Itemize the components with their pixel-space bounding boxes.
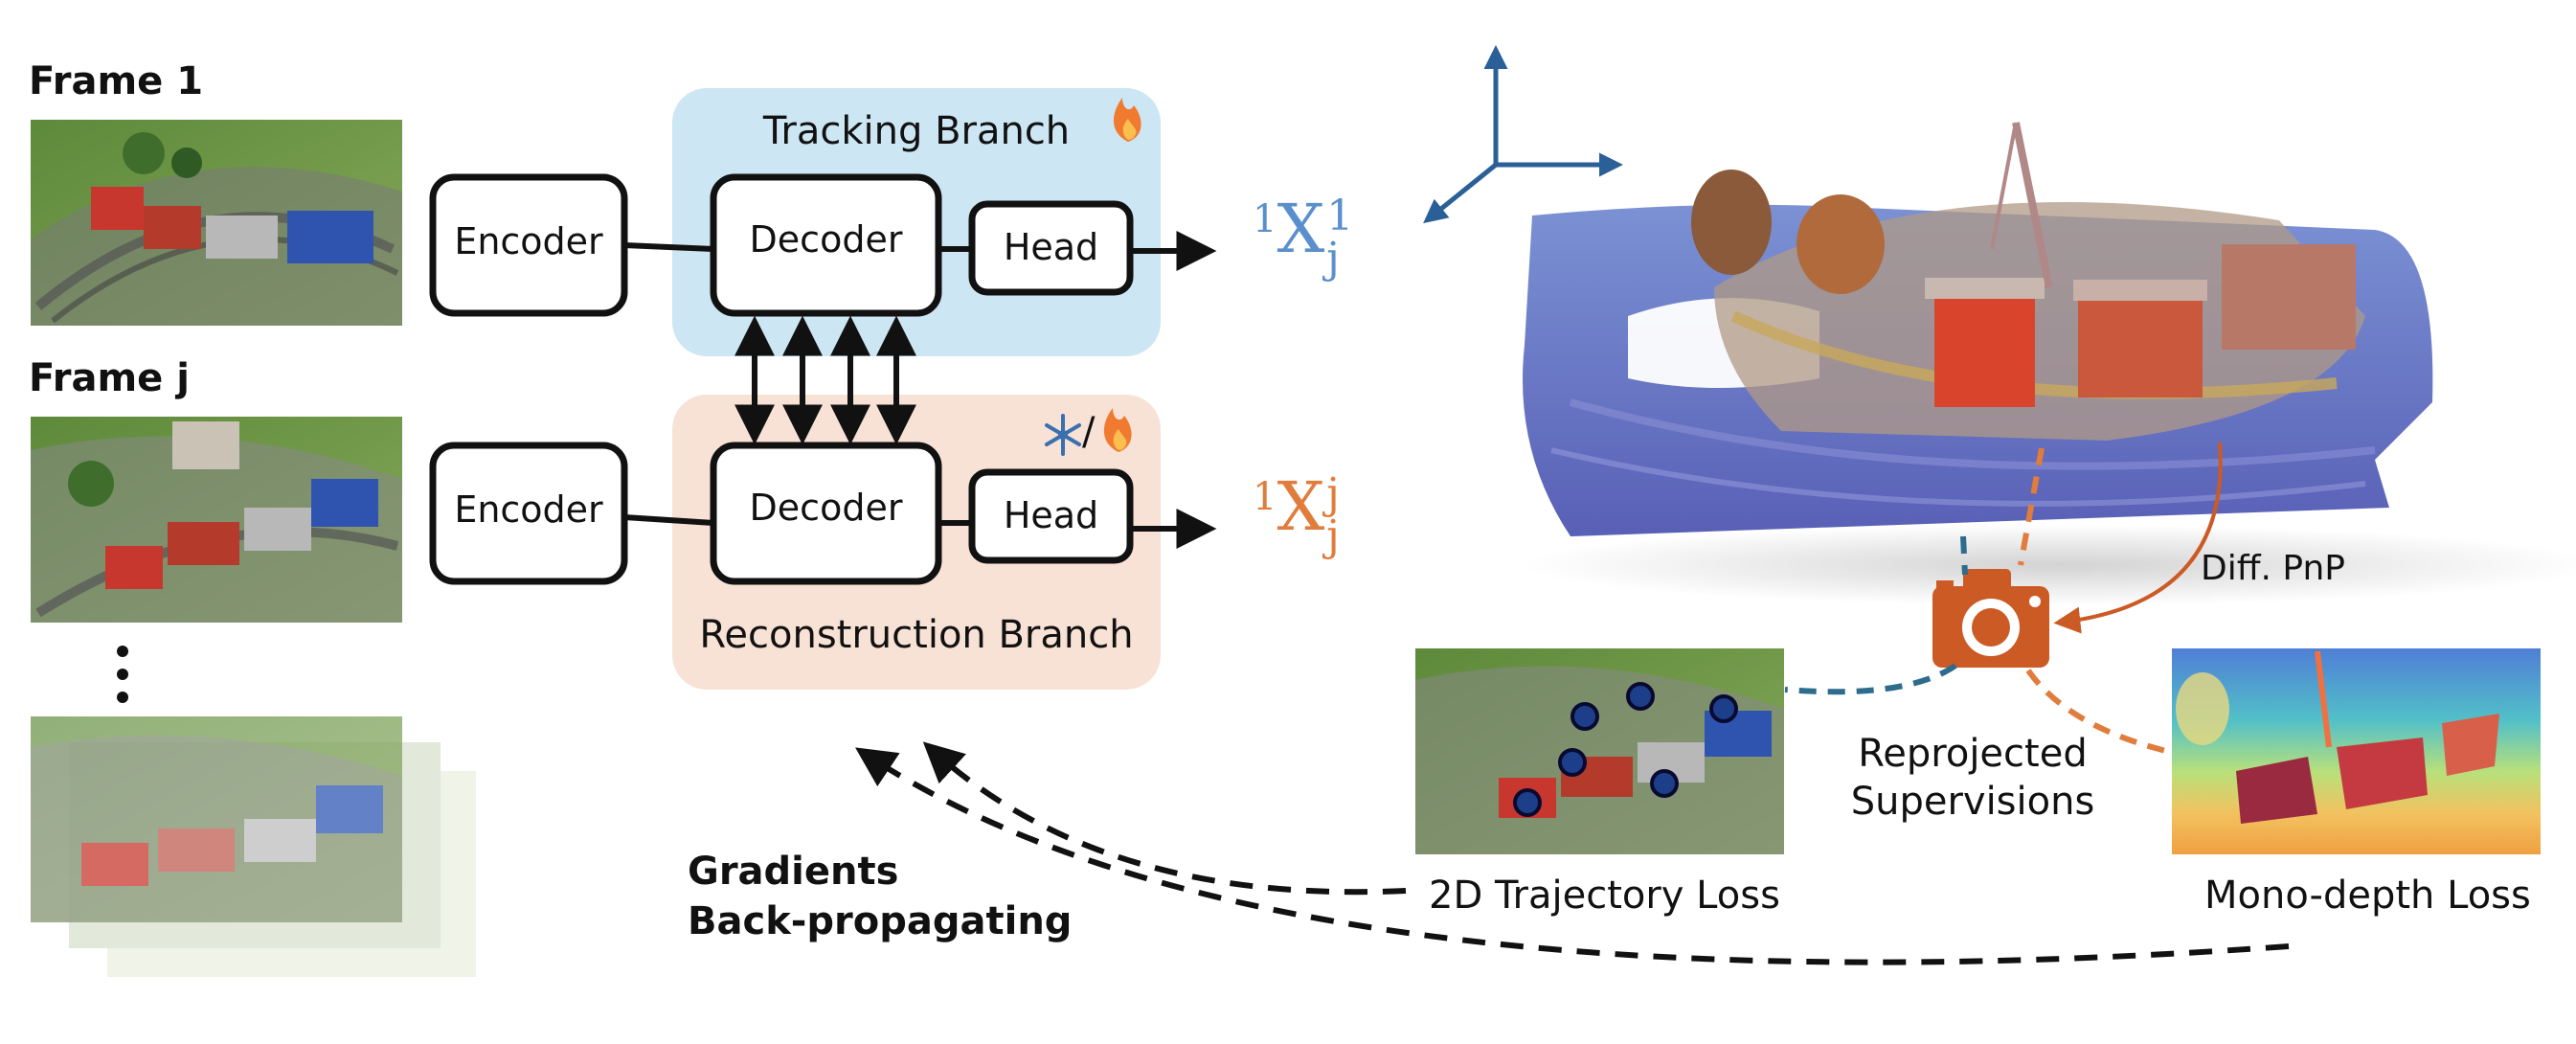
head-box-bottom (968, 468, 1134, 564)
decoder-label-top: Decoder (749, 218, 903, 261)
encoder-label-top: Encoder (454, 220, 603, 262)
encoder-decoder-link-top (623, 242, 714, 252)
coordinate-axes (1423, 45, 1623, 224)
snowflake-icon (1045, 414, 1081, 456)
reprojected-supervisions-label: Reprojected Supervisions (1850, 732, 2095, 824)
decoder-box-top (710, 173, 942, 317)
cross-attention-arrows (734, 315, 916, 445)
decoder-label-bottom: Decoder (749, 487, 903, 529)
trajectory-loss-label: 2D Trajectory Loss (1429, 874, 1780, 918)
camera-icon (1932, 569, 2049, 668)
trajectory-loss-image (1415, 648, 1784, 854)
gradient-arrow-upper (922, 741, 1407, 896)
frame-j-label: Frame j (29, 356, 190, 400)
freeze-train-slash: / (1082, 410, 1096, 454)
gradient-arrow-lower (855, 747, 2290, 965)
gradients-label: Gradients Back-propagating (688, 850, 1073, 943)
encoder-box-bottom (429, 442, 628, 585)
head-label-top: Head (1003, 226, 1099, 268)
encoder-decoder-link-bottom (623, 514, 714, 526)
frame-stack-images (31, 716, 476, 977)
flame-icon-reconstruction (1103, 408, 1132, 452)
flame-icon-tracking (1113, 98, 1141, 142)
diff-pnp-arrow (2053, 442, 2223, 634)
point-cloud-reconstruction (1523, 122, 2576, 605)
decoder-box-bottom (710, 442, 942, 585)
reconstruction-branch-title: Reconstruction Branch (699, 613, 1134, 657)
frame-1-label: Frame 1 (29, 59, 204, 103)
diff-pnp-label: Diff. PnP (2201, 549, 2346, 588)
camera-depth-dash (2025, 669, 2175, 756)
camera-trajectory-dash (1784, 663, 1957, 695)
head-label-bottom: Head (1003, 494, 1099, 536)
encoder-label-bottom: Encoder (454, 488, 603, 531)
tracking-branch-title: Tracking Branch (762, 109, 1071, 153)
camera-cloud-dash-blue (1960, 535, 1968, 576)
mono-depth-image (2172, 648, 2541, 854)
frame-1-image (31, 120, 402, 326)
frame-j-image (31, 417, 402, 623)
dots-ellipsis (117, 646, 128, 703)
camera-cloud-dash-orange (2018, 447, 2045, 566)
depth-loss-label: Mono-depth Loss (2204, 874, 2531, 918)
